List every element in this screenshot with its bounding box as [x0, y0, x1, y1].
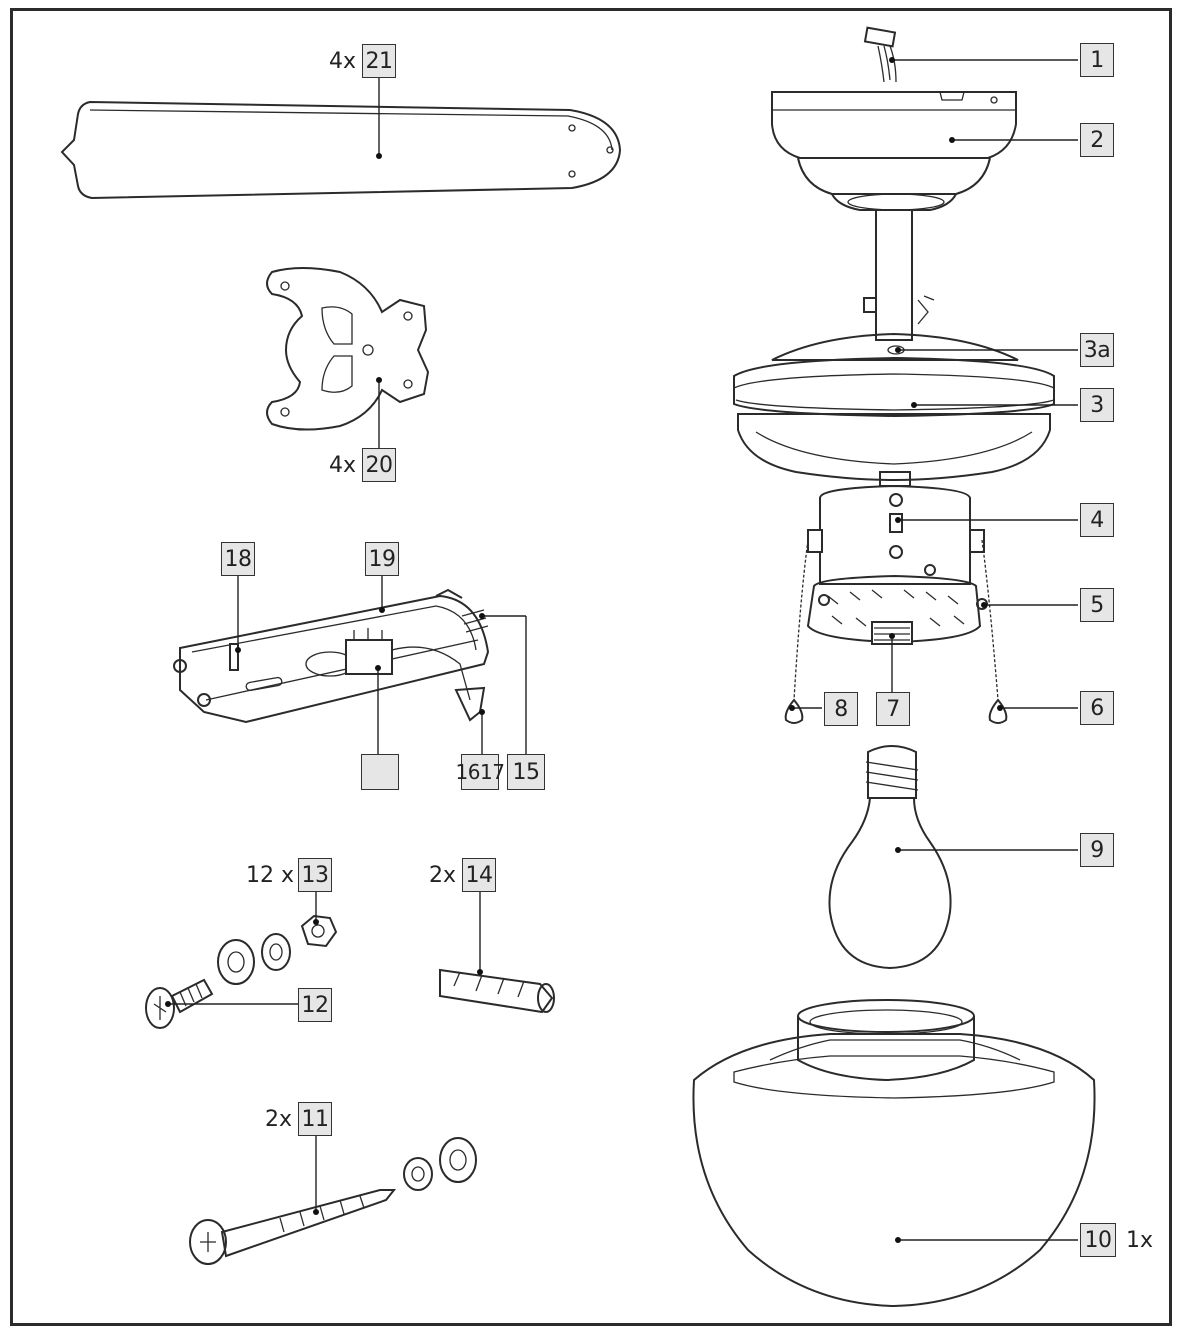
wall-plug-part	[439, 968, 555, 1014]
label-blank	[361, 754, 399, 790]
label-2: 2	[1080, 123, 1114, 157]
label-13: 13	[298, 858, 332, 892]
label-20: 20	[362, 448, 396, 482]
wire-connector-part	[863, 26, 897, 83]
label-15: 15	[507, 754, 545, 790]
quantity-10: 1x	[1126, 1227, 1154, 1253]
leader-lines	[165, 57, 1078, 1243]
switch-housing-part	[806, 484, 988, 645]
mounting-plate-part	[173, 588, 490, 724]
motor-housing-part	[733, 332, 1055, 487]
fan-blade-part	[60, 100, 622, 200]
label-6: 6	[1080, 691, 1114, 725]
label-1: 1	[1080, 43, 1114, 77]
label-16-17: 1617	[456, 754, 505, 790]
label-18: 18	[221, 542, 255, 576]
quantity-20: 4x	[328, 452, 356, 478]
quantity-11: 2x	[264, 1106, 292, 1132]
blade-bracket-part	[266, 267, 430, 431]
pull-chains-part	[784, 539, 1008, 724]
label-3a: 3a	[1080, 333, 1114, 367]
quantity-13: 12 x	[245, 862, 294, 888]
quantity-14: 2x	[428, 862, 456, 888]
diagram-frame	[10, 8, 1172, 1326]
quantity-21: 4x	[328, 48, 356, 74]
label-8: 8	[824, 692, 858, 726]
canopy-part	[771, 91, 1017, 211]
glass-shade-part	[692, 999, 1096, 1308]
label-14: 14	[462, 858, 496, 892]
label-5: 5	[1080, 588, 1114, 622]
label-3: 3	[1080, 388, 1114, 422]
downrod-part	[863, 209, 935, 341]
wood-screw-part	[189, 1137, 477, 1265]
screw-washers-part	[145, 933, 291, 1029]
label-19: 19	[365, 542, 399, 576]
light-bulb-part	[828, 745, 952, 970]
label-10: 10	[1080, 1223, 1116, 1257]
label-9: 9	[1080, 833, 1114, 867]
label-4: 4	[1080, 503, 1114, 537]
label-12: 12	[298, 988, 332, 1022]
label-11: 11	[298, 1102, 332, 1136]
label-7: 7	[876, 692, 910, 726]
label-21: 21	[362, 44, 396, 78]
hex-nut-part	[300, 914, 338, 948]
